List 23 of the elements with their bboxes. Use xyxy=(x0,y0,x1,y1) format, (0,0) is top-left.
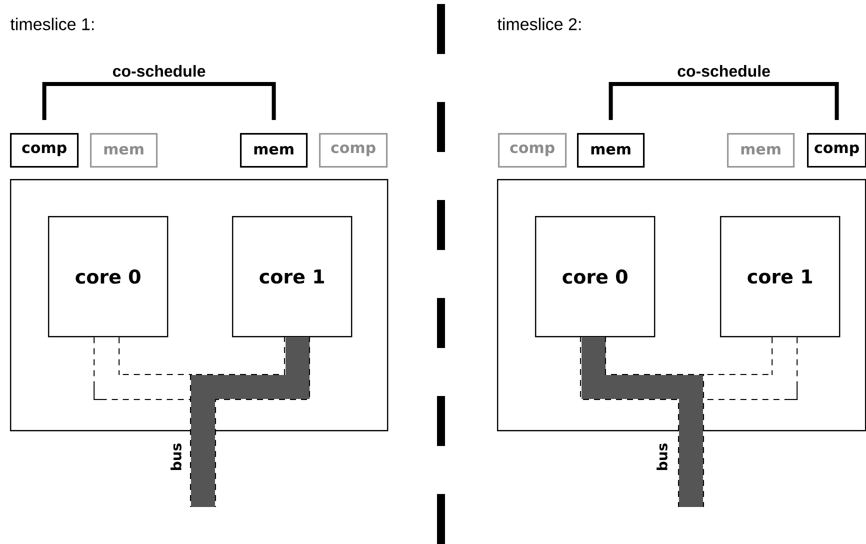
inactive-bus-path xyxy=(94,337,192,400)
bracket xyxy=(42,82,276,120)
core-box: core 1 xyxy=(232,216,352,338)
tag-box: mem xyxy=(577,133,645,168)
bracket xyxy=(608,82,839,120)
edge-label: co-schedule xyxy=(676,64,772,78)
tag-box: mem xyxy=(90,133,158,168)
tag-box: mem xyxy=(727,133,795,168)
panel-title: timeslice 2: xyxy=(497,18,581,30)
core-box: core 1 xyxy=(720,216,840,338)
panel-title: timeslice 1: xyxy=(10,18,94,30)
tag-box: comp xyxy=(498,133,567,168)
edge-label: bus xyxy=(656,442,668,472)
tag-box: comp xyxy=(10,133,79,168)
tag-box: comp xyxy=(319,133,388,168)
core-box: core 0 xyxy=(48,216,168,338)
tag-box: mem xyxy=(240,133,308,168)
core-box: core 0 xyxy=(535,216,656,338)
tag-box: comp xyxy=(807,133,866,168)
chip-box xyxy=(10,179,388,432)
edge-label: co-schedule xyxy=(111,64,207,78)
chip-box xyxy=(497,179,866,432)
edge-label: bus xyxy=(170,442,182,472)
